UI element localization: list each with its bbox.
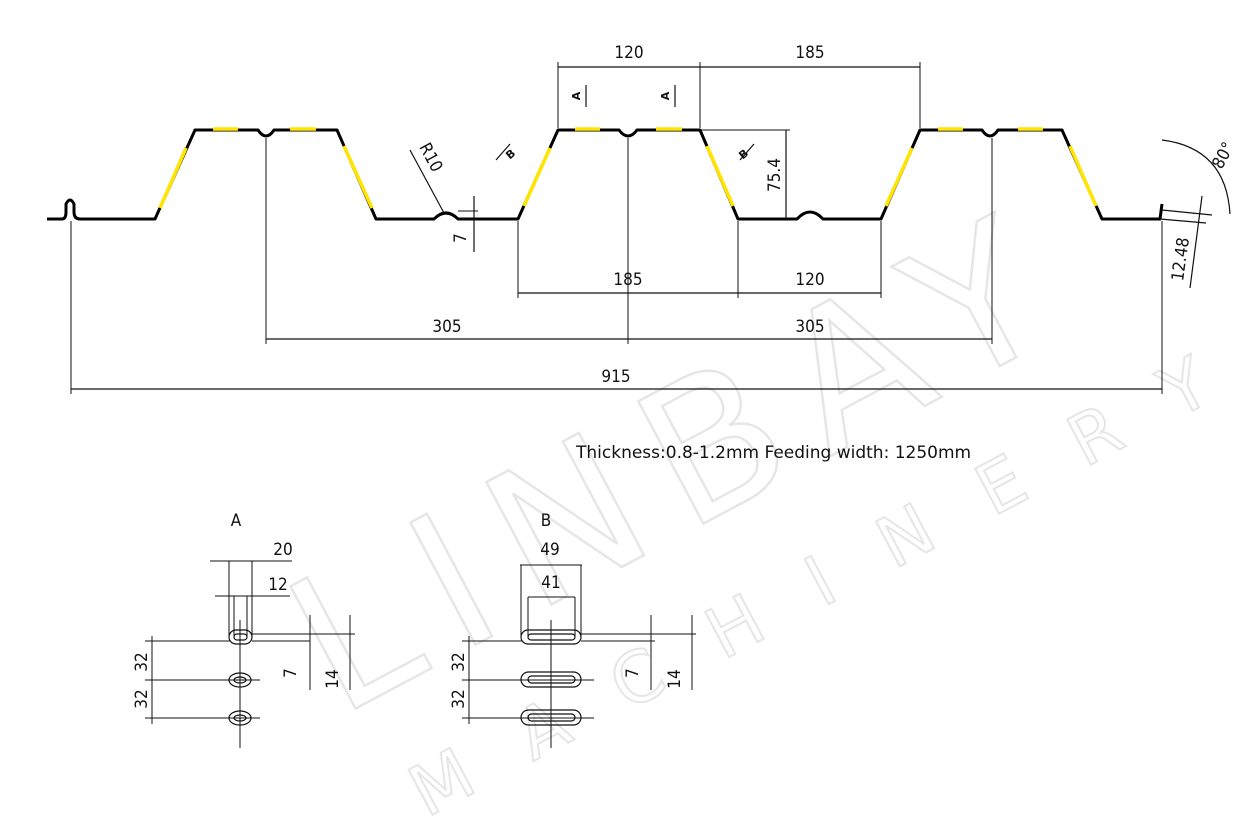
dim-cover-width: 915 (601, 367, 630, 387)
detail-a-title: A (231, 511, 242, 531)
detail-a-pitch-1: 32 (132, 652, 152, 671)
dim-angle: 80° (1208, 139, 1238, 172)
dim-half-left: 305 (432, 317, 461, 337)
section-mark-a-right: A (659, 91, 672, 100)
spec-note: Thickness:0.8-1.2mm Feeding width: 1250m… (575, 443, 971, 463)
detail-b: B 49 41 7 14 32 32 (449, 511, 696, 748)
detail-a-slot-h-total: 14 (323, 669, 343, 688)
dim-edge: 12.48 (1168, 236, 1194, 282)
dim-bottom-pan: 120 (795, 270, 824, 290)
dim-half-right: 305 (795, 317, 824, 337)
detail-b-slot-h-total: 14 (665, 669, 685, 688)
dim-rib-pitch-bottom: 185 (613, 270, 642, 290)
dim-height: 75.4 (765, 158, 785, 192)
dim-stiffener-depth: 7 (451, 233, 471, 243)
yellow-marks (158, 127, 1098, 209)
detail-a-width-inner: 12 (268, 575, 287, 595)
detail-b-width-outer: 49 (540, 540, 559, 560)
section-mark-b-left: B (503, 147, 518, 162)
profile-outline (47, 128, 1164, 221)
detail-a: A 20 12 7 14 32 32 (132, 511, 355, 748)
detail-b-slot-h: 7 (623, 668, 643, 678)
detail-b-pitch-1: 32 (449, 652, 469, 671)
watermark: LINBAY MACHINERY (255, 164, 1260, 834)
dim-rib-pitch-top: 185 (795, 43, 824, 63)
dim-top-rib: 120 (614, 43, 643, 63)
deck-profile (47, 127, 1164, 221)
dimension-labels: 120 185 185 120 305 305 915 75.4 R10 7 8… (415, 43, 1239, 387)
detail-b-width-inner: 41 (541, 573, 560, 593)
detail-a-pitch-2: 32 (132, 689, 152, 708)
dimension-lines (70, 62, 1231, 394)
detail-a-slot-h: 7 (281, 668, 301, 678)
detail-b-pitch-2: 32 (449, 689, 469, 708)
detail-b-title: B (541, 511, 552, 531)
section-mark-a-left: A (570, 91, 583, 100)
detail-a-width-outer: 20 (273, 540, 292, 560)
dim-radius: R10 (415, 140, 447, 176)
